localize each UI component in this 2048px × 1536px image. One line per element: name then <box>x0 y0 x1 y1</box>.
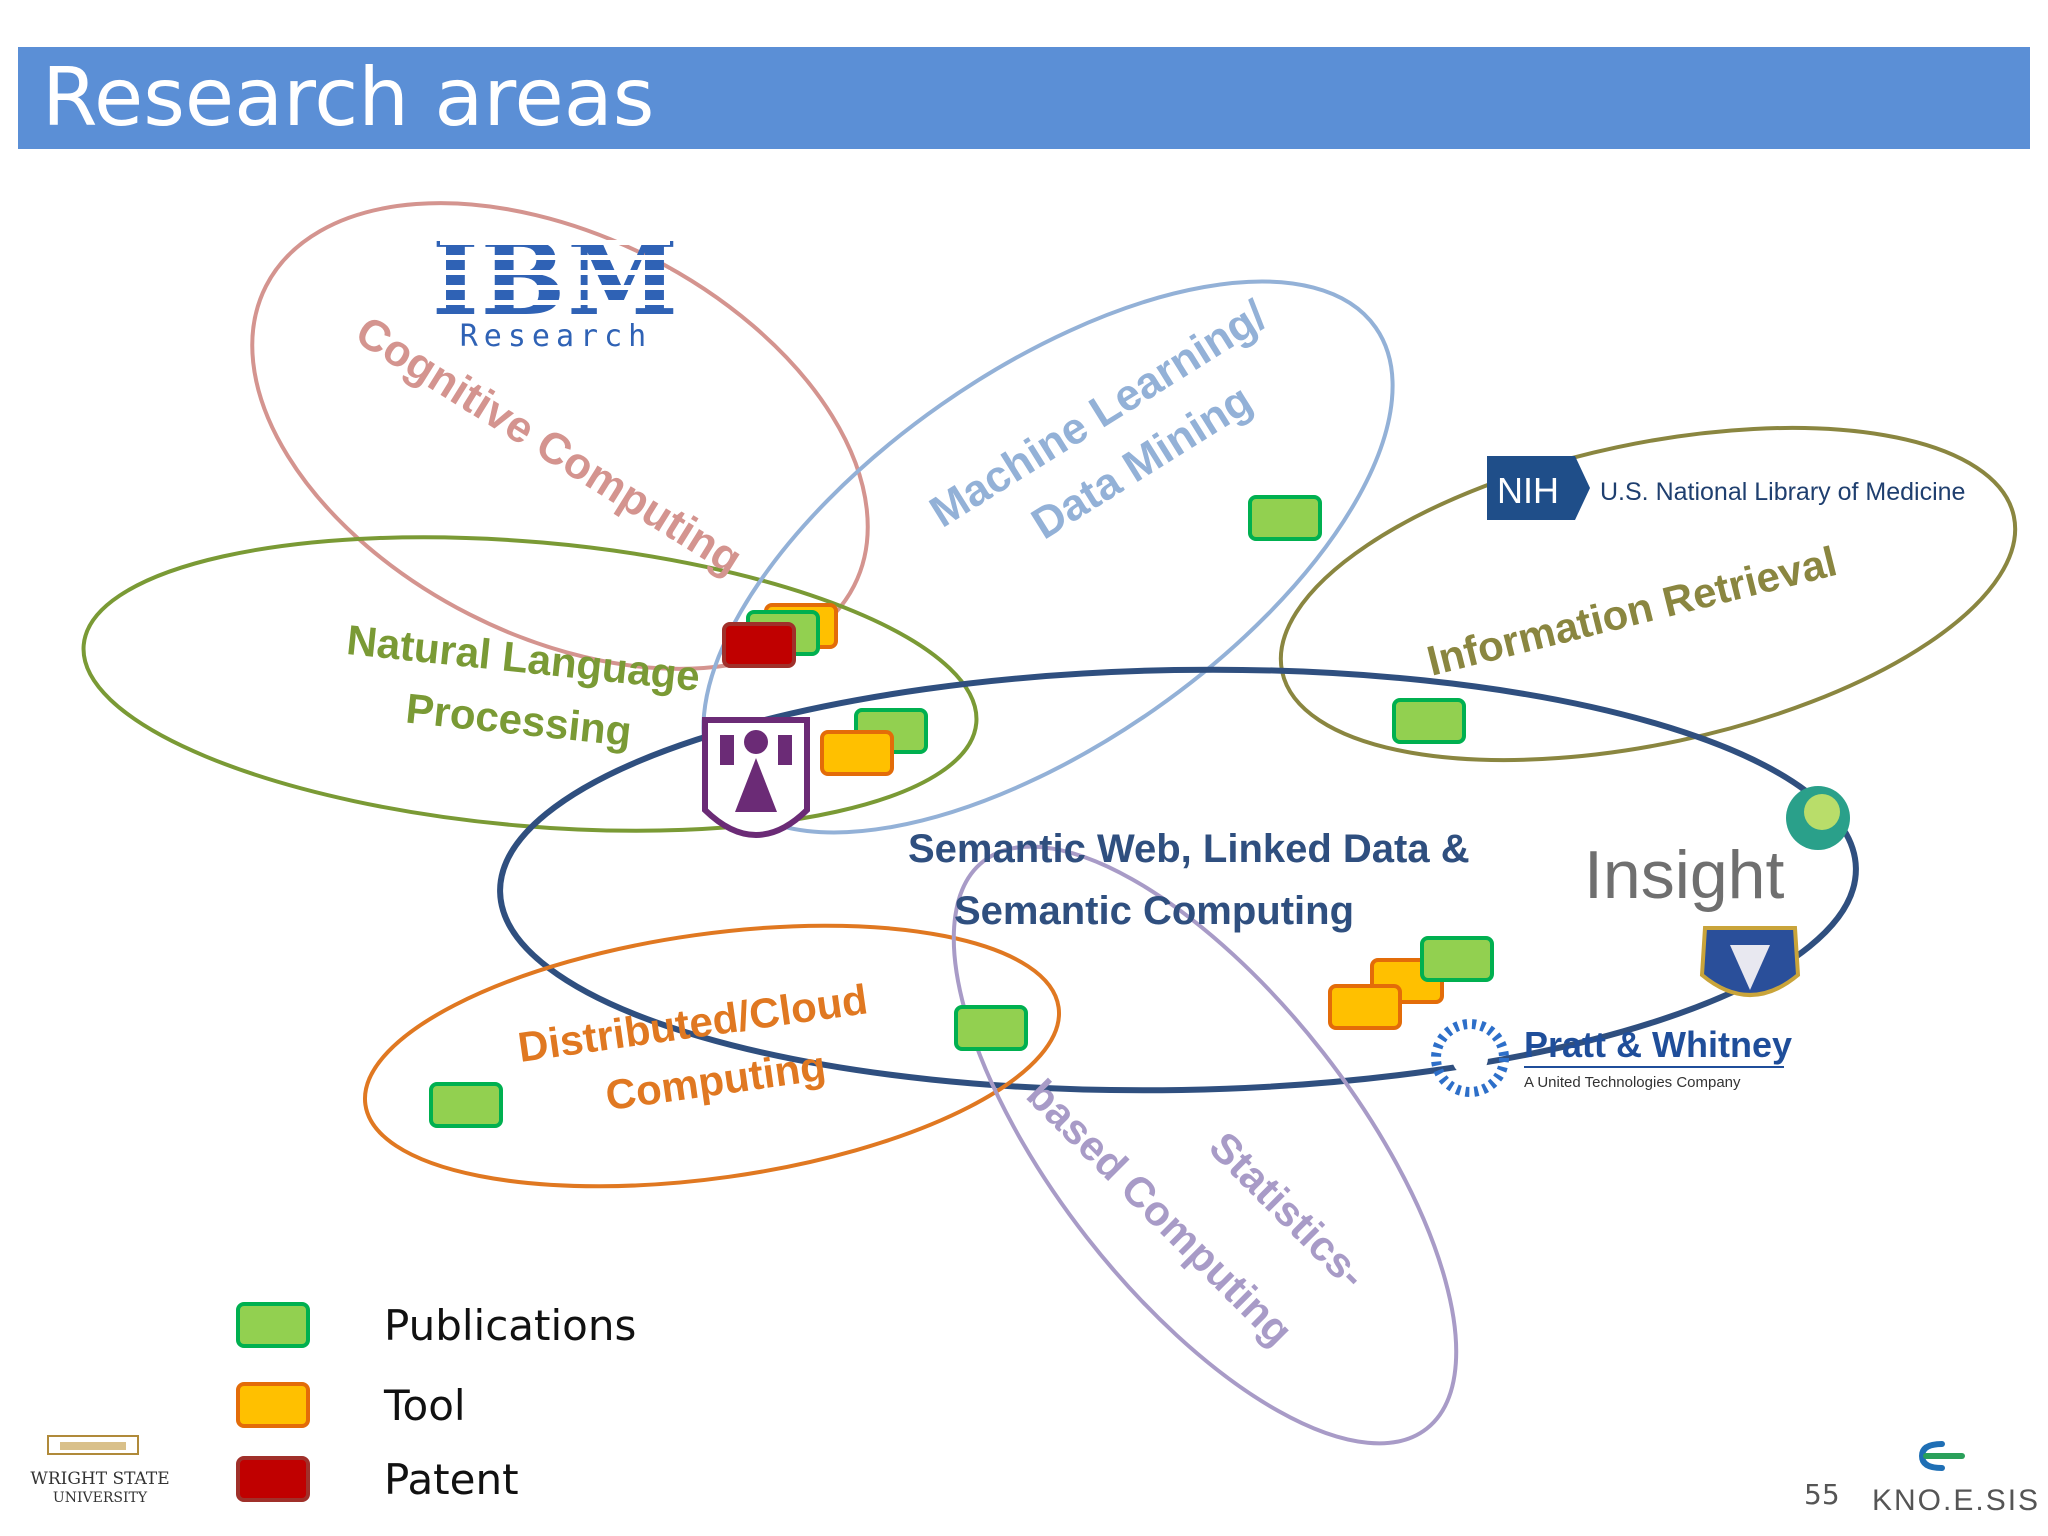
ellipse-natural-language-processing <box>81 535 979 833</box>
slide-title: Research areas <box>42 51 655 144</box>
pratt-whitney-logo: Pratt & Whitney A United Technologies Co… <box>1431 1019 1792 1097</box>
ibm-stripes <box>440 240 670 305</box>
nih-badge-text: NIH <box>1497 470 1559 511</box>
pratt-whitney-emblem-icon <box>1431 1019 1509 1097</box>
label-statistics-computing: Statistics- based Computing <box>1018 1070 1376 1354</box>
ibm-research-logo: IBM Research <box>432 220 680 354</box>
patent-marker <box>722 622 796 668</box>
legend-swatch-tool <box>236 1382 310 1428</box>
ibm-research-label: Research <box>460 319 653 354</box>
area-name-line1: Semantic Web, Linked Data & <box>908 827 1470 871</box>
publication-marker <box>1392 698 1466 744</box>
label-natural-language-processing: Natural Language Processing <box>345 616 703 755</box>
result-markers <box>429 495 1494 1128</box>
insight-name-text: Insight <box>1584 837 1784 913</box>
air-force-shield-icon <box>1699 926 1801 997</box>
area-name-line2: Semantic Computing <box>954 889 1354 933</box>
wright-state-line2: UNIVERSITY <box>53 1490 148 1506</box>
ellipse-distributed-cloud <box>362 923 1062 1189</box>
legend-label-patent: Patent <box>384 1455 519 1504</box>
label-distributed-cloud: Distributed/Cloud Computing <box>515 975 870 1119</box>
nih-nlm-logo: NIH U.S. National Library of Medicine <box>1487 456 1965 520</box>
area-name: Information Retrieval <box>1422 537 1841 684</box>
knoesis-name-text: KNO.E.SIS <box>1872 1484 2040 1517</box>
pratt-whitney-name-text: Pratt & Whitney <box>1524 1024 1792 1065</box>
wright-state-line1: WRIGHT STATE <box>30 1469 169 1489</box>
tool-marker <box>820 730 894 776</box>
legend-swatch-publications <box>236 1302 310 1348</box>
ibm-logo-text: IBM <box>432 220 680 338</box>
area-name-line1: Natural Language <box>345 616 703 700</box>
legend-label-publications: Publications <box>384 1301 636 1350</box>
pratt-whitney-tagline-text: A United Technologies Company <box>1524 1074 1741 1091</box>
legend: Publications Tool Patent <box>236 1301 636 1504</box>
title-bar: Research areas <box>18 47 2030 149</box>
insight-logo: Insight <box>1584 786 1850 913</box>
ellipse-semantic-web <box>497 666 1859 1094</box>
wright-state-logo: WRIGHT STATE UNIVERSITY <box>30 1435 170 1506</box>
nih-name-text: U.S. National Library of Medicine <box>1600 478 1965 506</box>
legend-label-tool: Tool <box>383 1381 466 1430</box>
publication-marker <box>1248 495 1322 541</box>
knoesis-logo: KNO.E.SIS <box>1872 1441 2040 1517</box>
label-semantic-web: Semantic Web, Linked Data & Semantic Com… <box>908 827 1470 933</box>
university-seal-icon <box>702 717 810 838</box>
publication-marker <box>1420 936 1494 982</box>
publication-marker <box>954 1005 1028 1051</box>
legend-swatch-patent <box>236 1456 310 1502</box>
label-information-retrieval: Information Retrieval <box>1422 537 1841 684</box>
area-name-line2: Processing <box>404 685 634 755</box>
ellipse-statistics-computing <box>951 844 1459 1446</box>
page-number: 55 <box>1804 1478 1840 1511</box>
knoesis-emblem-icon <box>1918 1441 1965 1471</box>
label-machine-learning: Machine Learning/ Data Mining <box>921 291 1275 549</box>
tool-marker <box>1328 984 1402 1030</box>
nih-badge-shape <box>1487 456 1590 520</box>
publication-marker <box>429 1082 503 1128</box>
